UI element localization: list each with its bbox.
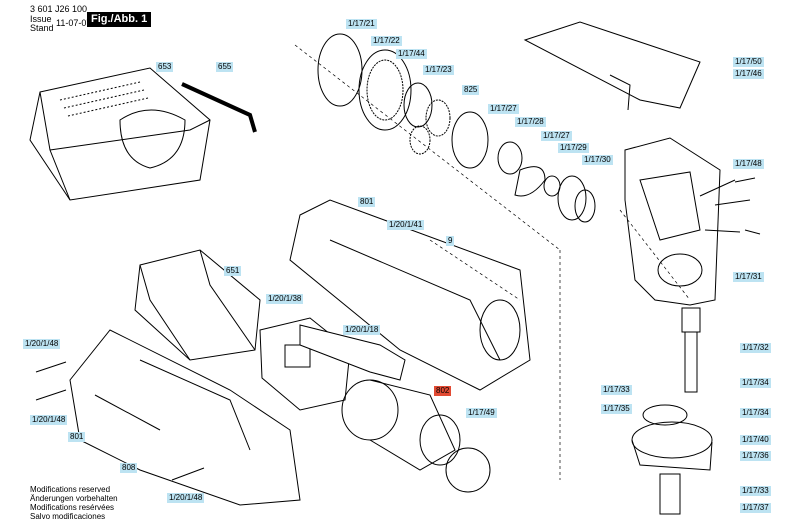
charger-drawing	[29, 67, 211, 201]
issue-date: 11-07-07	[56, 18, 92, 28]
callout-label: 1/17/29	[558, 143, 589, 153]
callout-label: 825	[462, 85, 480, 95]
callout-label: 651	[224, 266, 242, 276]
callout-label: 1/17/50	[733, 57, 764, 67]
callout-label: 1/20/1/48	[23, 339, 61, 349]
callout-label: 1/17/21	[346, 19, 377, 29]
callout-label: 655	[216, 62, 234, 72]
callout-label: 1/17/35	[601, 404, 632, 414]
callout-label: 1/17/44	[396, 49, 427, 59]
callout-label: 1/20/1/48	[167, 493, 205, 503]
callout-label: 1/20/1/18	[343, 325, 381, 335]
nibbler-head-drawing	[624, 137, 751, 306]
callout-label: 1/20/1/38	[266, 294, 304, 304]
callout-label: 1/17/37	[740, 503, 771, 513]
callout-label: 1/17/30	[582, 155, 613, 165]
callout-label: 1/17/34	[740, 378, 771, 388]
callout-label: 9	[446, 236, 455, 246]
callout-label: 1/17/32	[740, 343, 771, 353]
disc-drawing	[445, 447, 491, 493]
punch-drawing	[681, 307, 701, 393]
issue-label: Issue	[30, 14, 52, 24]
switch-drawing	[299, 324, 406, 381]
housing-upper-drawing	[289, 199, 531, 391]
callout-label: 1/17/28	[515, 117, 546, 127]
part-number: 3 601 J26 100	[30, 4, 88, 14]
motor-drawing	[341, 379, 461, 471]
callout-label: 1/17/34	[740, 408, 771, 418]
callout-label: 1/17/27	[541, 131, 572, 141]
callout-label: 1/17/27	[488, 104, 519, 114]
hex-key-drawing	[181, 82, 257, 133]
gear-stack-drawing	[317, 33, 596, 223]
stand-label: Stand	[30, 23, 54, 33]
modifications-notice: Modifications reserved Änderungen vorbeh…	[30, 485, 118, 521]
callout-label: 1/17/36	[740, 451, 771, 461]
notice-line-es: Salvo modificaciones	[30, 512, 106, 521]
callout-label: 1/20/1/41	[387, 220, 425, 230]
callout-label: 1/17/33	[740, 486, 771, 496]
callout-label: 1/17/49	[466, 408, 497, 418]
callout-label: 1/17/23	[423, 65, 454, 75]
battery-drawing	[134, 249, 261, 361]
guide-lines	[294, 44, 691, 480]
figure-title: Fig./Abb. 1	[87, 12, 152, 27]
cover-plate-drawing	[523, 21, 701, 111]
callout-label: 1/20/1/48	[30, 415, 68, 425]
callout-label: 653	[156, 62, 174, 72]
callout-label: 801	[358, 197, 376, 207]
callout-label: 1/17/33	[601, 385, 632, 395]
notice-line-fr: Modifications resérvées	[30, 503, 115, 512]
notice-line-en: Modifications reserved	[30, 485, 111, 494]
callout-label: 1/17/48	[733, 159, 764, 169]
screws-drawing	[35, 177, 761, 481]
die-assembly-drawing	[631, 404, 713, 515]
callout-label: 808	[120, 463, 138, 473]
notice-line-de: Änderungen vorbehalten	[30, 494, 118, 503]
callout-label: 801	[68, 432, 86, 442]
callout-label: 1/17/22	[371, 36, 402, 46]
housing-lower-drawing	[69, 329, 301, 506]
callout-label-highlighted: 802	[434, 386, 452, 396]
callout-label: 1/17/31	[733, 272, 764, 282]
callout-label: 1/17/40	[740, 435, 771, 445]
callout-label: 1/17/46	[733, 69, 764, 79]
